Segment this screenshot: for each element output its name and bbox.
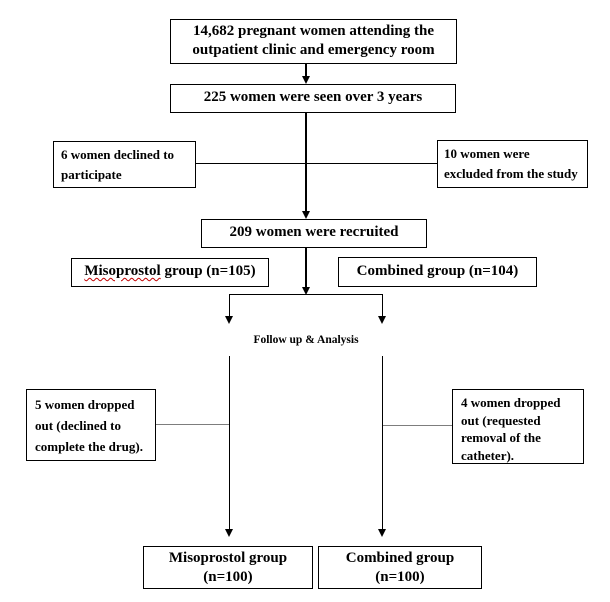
connector-recruited-to-split <box>305 248 307 287</box>
connector-dropout-right <box>383 425 452 427</box>
box-recruited-text: 209 women were recruited <box>229 224 399 240</box>
arrowhead-down-icon <box>377 316 386 324</box>
box-dropout-combined-line2: out (requested <box>461 412 541 428</box>
connector-dropout-left <box>156 424 229 426</box>
connector-seen-to-recruited <box>305 113 307 211</box>
misoprostol-rest: group (n=105) <box>160 263 256 279</box>
box-excluded-line2: excluded from the study <box>444 165 578 181</box>
arrowhead-down-icon <box>224 529 233 537</box>
box-final-miso-line1: Misoprostol group <box>168 550 288 566</box>
box-final-miso-line2: (n=100) <box>203 569 253 585</box>
followup-analysis-label: Follow up & Analysis <box>253 334 359 346</box>
box-dropout-misoprostol: 5 women dropped out (declined to complet… <box>26 389 156 461</box>
arrowhead-down-icon <box>301 76 310 84</box>
connector-exclusion-horizontal <box>196 163 437 165</box>
arrowhead-down-icon <box>301 287 310 295</box>
box-seen-text: 225 women were seen over 3 years <box>203 89 423 105</box>
box-combined-group-allocated: Combined group (n=104) <box>338 257 537 287</box>
box-combined-allocated-text: Combined group (n=104) <box>356 263 519 279</box>
box-dropout-combined-line1: 4 women dropped <box>461 395 561 410</box>
box-attending-line2: outpatient clinic and emergency room <box>192 42 435 58</box>
box-excluded: 10 women were excluded from the study <box>437 140 588 188</box>
box-dropout-miso-line2: out (declined to <box>35 418 121 433</box>
connector-split-right <box>381 294 383 316</box>
misoprostol-word: Misoprostol <box>84 263 161 279</box>
box-misoprostol-group-allocated: Misoprostol group (n=105) <box>71 258 269 287</box>
connector-followup-right <box>381 356 383 529</box>
arrowhead-down-icon <box>377 529 386 537</box>
box-dropout-combined: 4 women dropped out (requested removal o… <box>452 389 584 464</box>
box-recruited: 209 women were recruited <box>201 219 427 248</box>
box-attending: 14,682 pregnant women attending the outp… <box>170 19 457 64</box>
box-dropout-miso-line3: complete the drug). <box>35 439 143 454</box>
connector-split-horizontal <box>228 294 383 296</box>
arrowhead-down-icon <box>224 316 233 324</box>
connector-split-left <box>228 294 230 316</box>
box-dropout-combined-line3: removal of the <box>461 430 541 445</box>
box-declined-line1: 6 women declined to <box>61 147 175 162</box>
box-dropout-combined-line4: catheter). <box>461 447 515 463</box>
box-final-combined-line1: Combined group <box>345 550 455 566</box>
box-declined-line2: participate <box>61 166 122 182</box>
box-final-misoprostol-group: Misoprostol group (n=100) <box>143 546 313 589</box>
connector-followup-left <box>228 356 230 529</box>
connector-attending-to-seen <box>305 63 307 77</box>
box-attending-line1: 14,682 pregnant women attending the <box>193 23 434 39</box>
box-declined: 6 women declined to participate <box>53 141 196 188</box>
arrowhead-down-icon <box>301 211 310 219</box>
box-final-combined-line2: (n=100) <box>375 569 425 585</box>
box-dropout-miso-line1: 5 women dropped <box>35 397 135 412</box>
box-seen: 225 women were seen over 3 years <box>170 84 456 113</box>
box-final-combined-group: Combined group (n=100) <box>318 546 482 589</box>
box-excluded-line1: 10 women were <box>444 146 530 161</box>
